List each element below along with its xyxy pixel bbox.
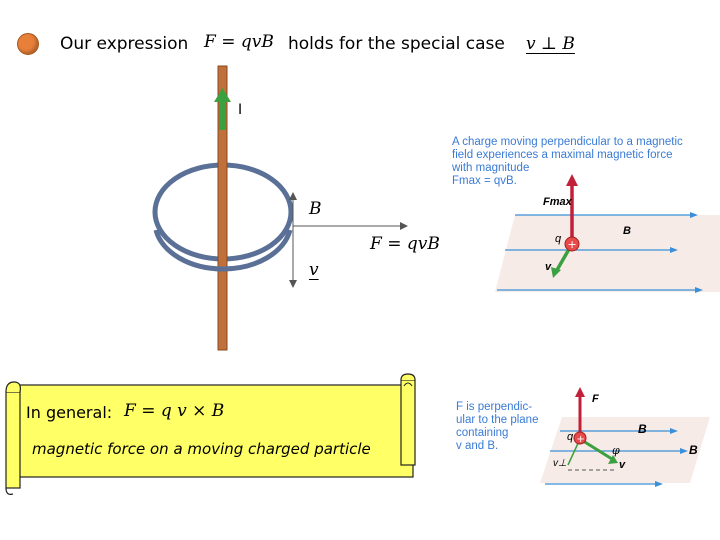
- textbook-top-figure: +: [495, 174, 720, 293]
- general-label: In general:: [26, 403, 113, 422]
- caption-line: v and B.: [456, 440, 499, 452]
- header-lead-text: Our expression: [60, 34, 189, 54]
- caption-line: F is perpendic-: [456, 401, 533, 413]
- caption-line: A charge moving perpendicular to a magne…: [452, 136, 683, 148]
- caption-line: with magnitude: [452, 162, 530, 174]
- caption-line: Fmax = qvB.: [452, 175, 517, 187]
- wire-diagram: [152, 65, 408, 351]
- caption-line: containing: [456, 427, 509, 439]
- caption-line: ular to the plane: [456, 414, 539, 426]
- svg-text:+: +: [568, 238, 577, 251]
- header-condition: v ⊥ B: [526, 34, 575, 54]
- scroll-banner: [5, 373, 416, 495]
- velocity-label: v: [309, 260, 319, 280]
- velocity-arrow: [579, 437, 613, 461]
- angle-label: φ: [612, 444, 620, 457]
- bottom-force-label: F: [592, 393, 599, 405]
- charge: [564, 236, 580, 252]
- bullet-icon: [17, 33, 39, 55]
- top-charge-label: q: [555, 233, 562, 245]
- header-middle-text: holds for the special case: [288, 34, 505, 54]
- bottom-velocity-label: v: [619, 459, 626, 471]
- general-equation: F = q v × B: [124, 401, 225, 421]
- field-plane: [495, 215, 720, 292]
- field-label: B: [309, 199, 322, 219]
- charge: [573, 431, 587, 445]
- caption-line: field experiences a maximal magnetic for…: [452, 149, 673, 161]
- current-label: I: [238, 102, 243, 118]
- bottom-field-label-outer: B: [689, 443, 698, 457]
- current-arrow: [219, 100, 226, 130]
- top-velocity-label: v: [545, 261, 552, 273]
- bottom-charge-label: q: [567, 431, 574, 443]
- textbook-top-caption: A charge moving perpendicular to a magne…: [452, 136, 702, 188]
- wire: [217, 65, 228, 351]
- top-force-label: Fmax: [543, 196, 572, 208]
- scroll-description: magnetic force on a moving charged parti…: [32, 440, 371, 458]
- textbook-bottom-caption: F is perpendic- ular to the plane contai…: [456, 401, 556, 453]
- bottom-field-label-inner: B: [638, 422, 647, 436]
- force-label: F = qvB: [370, 234, 440, 254]
- textbook-bottom-figure: +: [540, 387, 710, 487]
- header-equation: F = qvB: [204, 32, 274, 52]
- svg-text:+: +: [577, 434, 585, 445]
- perp-component-label: v⊥: [553, 458, 567, 469]
- top-field-label: B: [623, 225, 631, 237]
